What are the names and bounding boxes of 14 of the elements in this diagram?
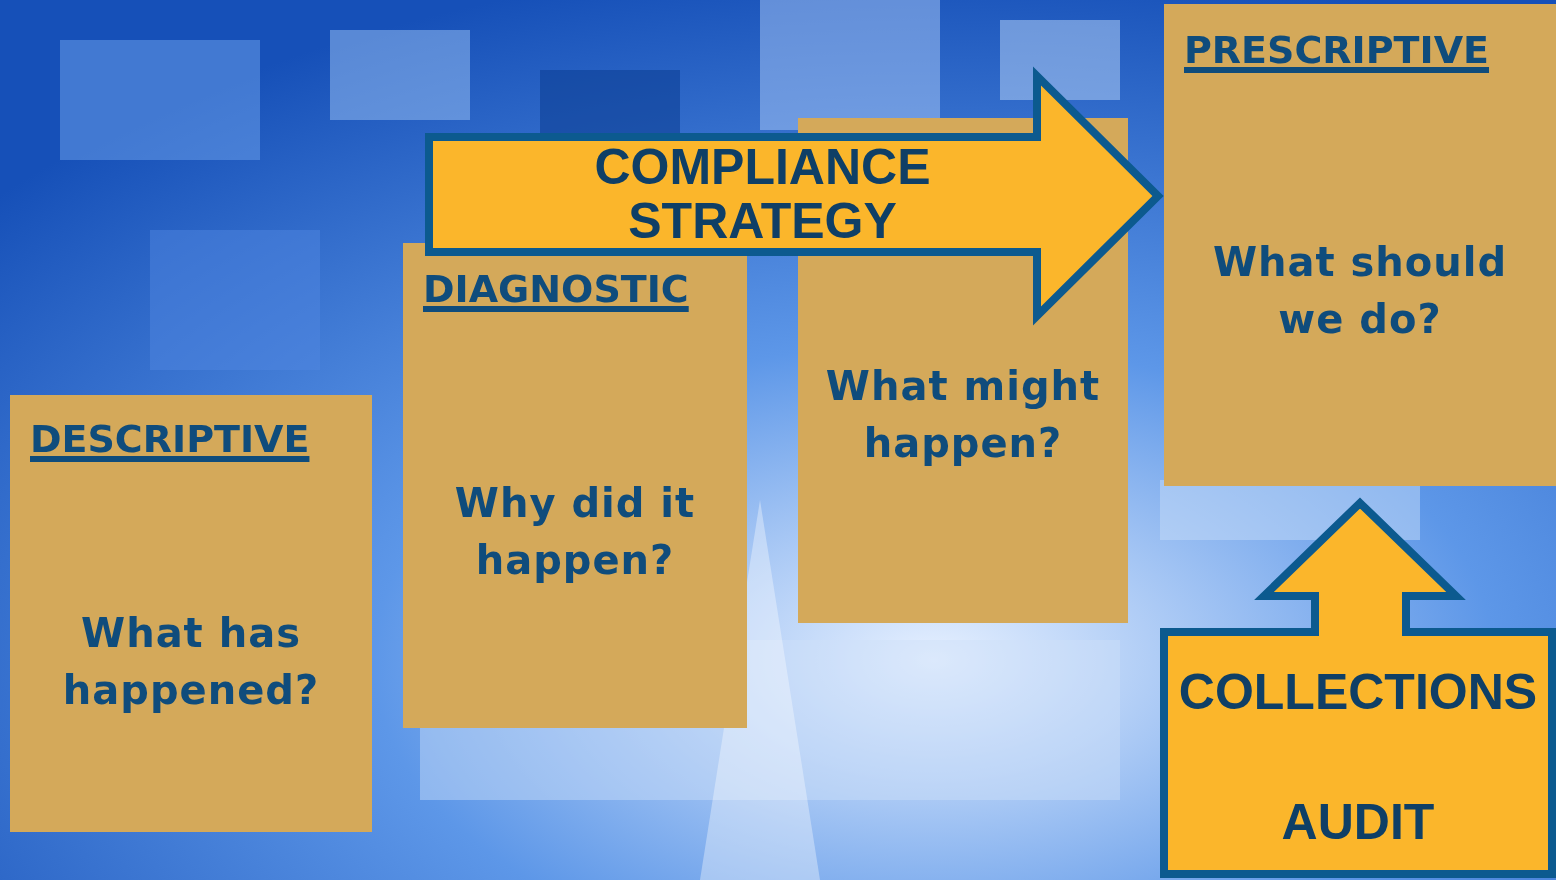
card-question: What should we do? <box>1211 238 1509 344</box>
card-heading: PRESCRIPTIVE <box>1184 28 1489 72</box>
card-heading: DIAGNOSTIC <box>423 267 689 311</box>
card-heading: DESCRIPTIVE <box>30 417 310 461</box>
card-question: What might happen? <box>824 362 1102 468</box>
block-arrow <box>425 66 1164 326</box>
arrow-label: AUDIT <box>1280 795 1436 849</box>
card-question: What has happened? <box>61 609 321 715</box>
analytics-card <box>10 395 372 832</box>
arrow-label: COLLECTIONS <box>1177 665 1539 719</box>
analytics-card <box>403 243 747 728</box>
card-question: Why did it happen? <box>453 479 697 585</box>
arrow-label: COMPLIANCE STRATEGY <box>593 140 932 248</box>
analytics-card <box>1164 4 1556 486</box>
